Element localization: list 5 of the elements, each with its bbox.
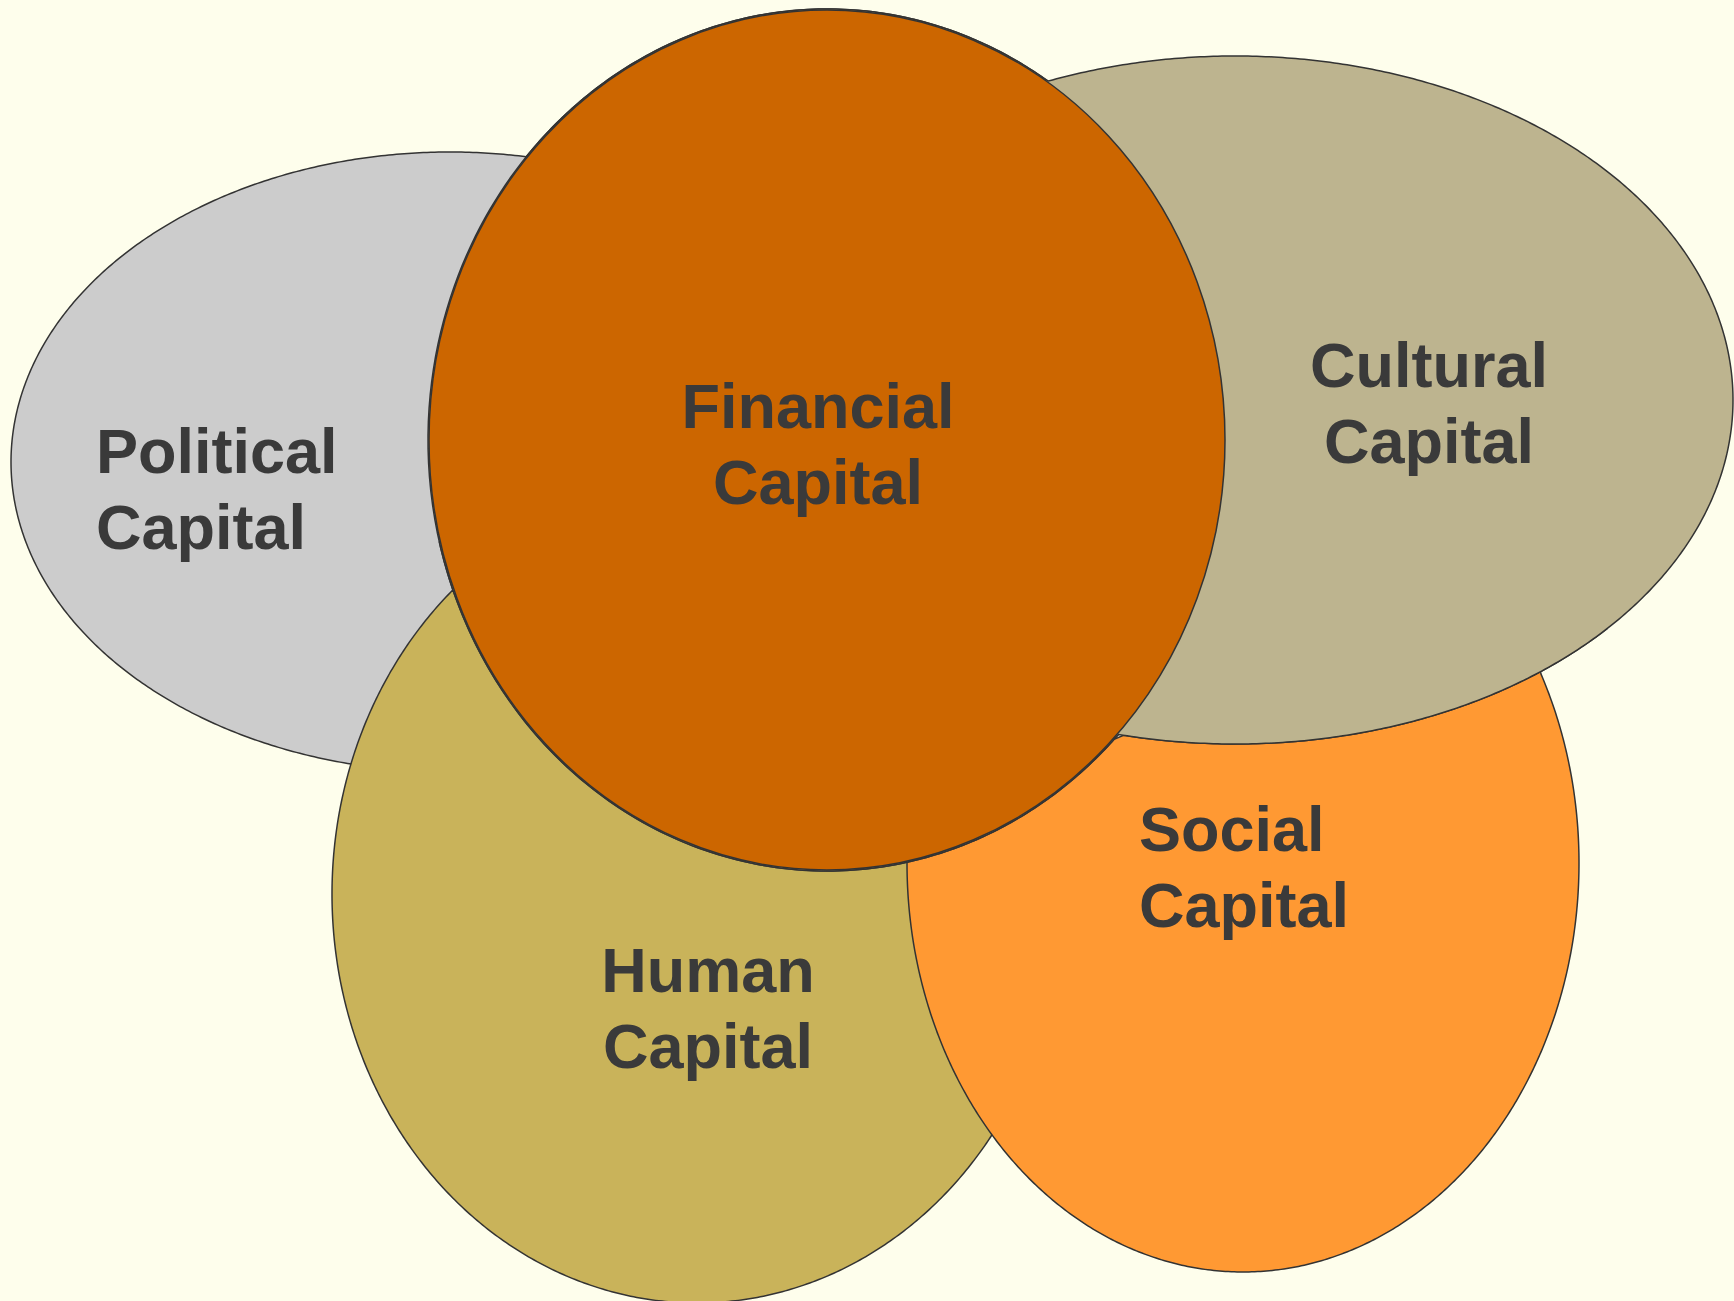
capital-label: Financial Capital [680,370,956,519]
capital-label: Human Capital [600,934,816,1083]
capital-label: Social Capital [1139,793,1351,942]
capital-label: Cultural Capital [1309,329,1549,478]
capital-label: Political Capital [96,415,339,564]
